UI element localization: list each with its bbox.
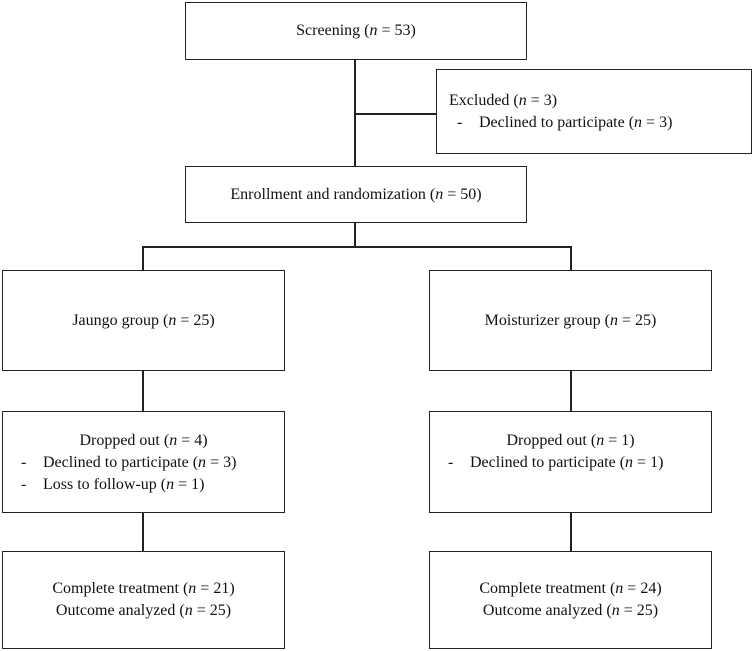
moisturizer-group-text: Moisturizer group (n = 25) — [484, 311, 657, 329]
jaungo-group-text: Jaungo group (n = 25) — [72, 311, 215, 329]
connector-moisturizer-drop — [570, 370, 572, 412]
enrollment-text: Enrollment and randomization (n = 50) — [230, 185, 482, 203]
excluded-box: Excluded (n = 3) -Declined to participat… — [436, 69, 752, 154]
moisturizer-final-box: Complete treatment (n = 24) Outcome anal… — [429, 551, 712, 649]
screening-text: Screening (n = 53) — [296, 22, 416, 39]
connector-to-moisturizer — [570, 246, 572, 270]
jaungo-dropout-item-loss: -Loss to follow-up (n = 1) — [21, 476, 205, 493]
connector-jaungo-drop — [142, 370, 144, 412]
jaungo-outcome-analyzed: Outcome analyzed (n = 25) — [55, 602, 232, 619]
connector-jaungo-final — [142, 512, 144, 552]
connector-screening-enrollment — [354, 59, 356, 167]
connector-enrollment-split — [354, 222, 356, 247]
connector-moisturizer-final — [570, 512, 572, 552]
moisturizer-outcome-analyzed: Outcome analyzed (n = 25) — [482, 602, 659, 619]
jaungo-group-box: Jaungo group (n = 25) — [2, 270, 285, 371]
screening-box: Screening (n = 53) — [185, 2, 527, 60]
connector-to-jaungo — [142, 246, 144, 270]
connector-to-excluded — [355, 113, 437, 115]
jaungo-dropout-title: Dropped out (n = 4) — [79, 432, 208, 449]
excluded-title: Excluded (n = 3) — [449, 92, 558, 109]
jaungo-final-box: Complete treatment (n = 21) Outcome anal… — [2, 551, 285, 649]
moisturizer-complete-treatment: Complete treatment (n = 24) — [479, 580, 662, 597]
jaungo-dropout-box: Dropped out (n = 4) -Declined to partici… — [2, 411, 285, 513]
jaungo-complete-treatment: Complete treatment (n = 21) — [52, 580, 235, 597]
connector-split-bar — [142, 246, 571, 248]
moisturizer-dropout-title: Dropped out (n = 1) — [506, 432, 635, 449]
moisturizer-group-box: Moisturizer group (n = 25) — [429, 270, 712, 371]
jaungo-dropout-item-declined: -Declined to participate (n = 3) — [21, 454, 237, 471]
enrollment-box: Enrollment and randomization (n = 50) — [185, 166, 527, 223]
moisturizer-dropout-box: Dropped out (n = 1) -Declined to partici… — [429, 411, 712, 513]
moisturizer-dropout-item-declined: -Declined to participate (n = 1) — [448, 454, 664, 471]
excluded-item-declined: -Declined to participate (n = 3) — [457, 114, 673, 131]
